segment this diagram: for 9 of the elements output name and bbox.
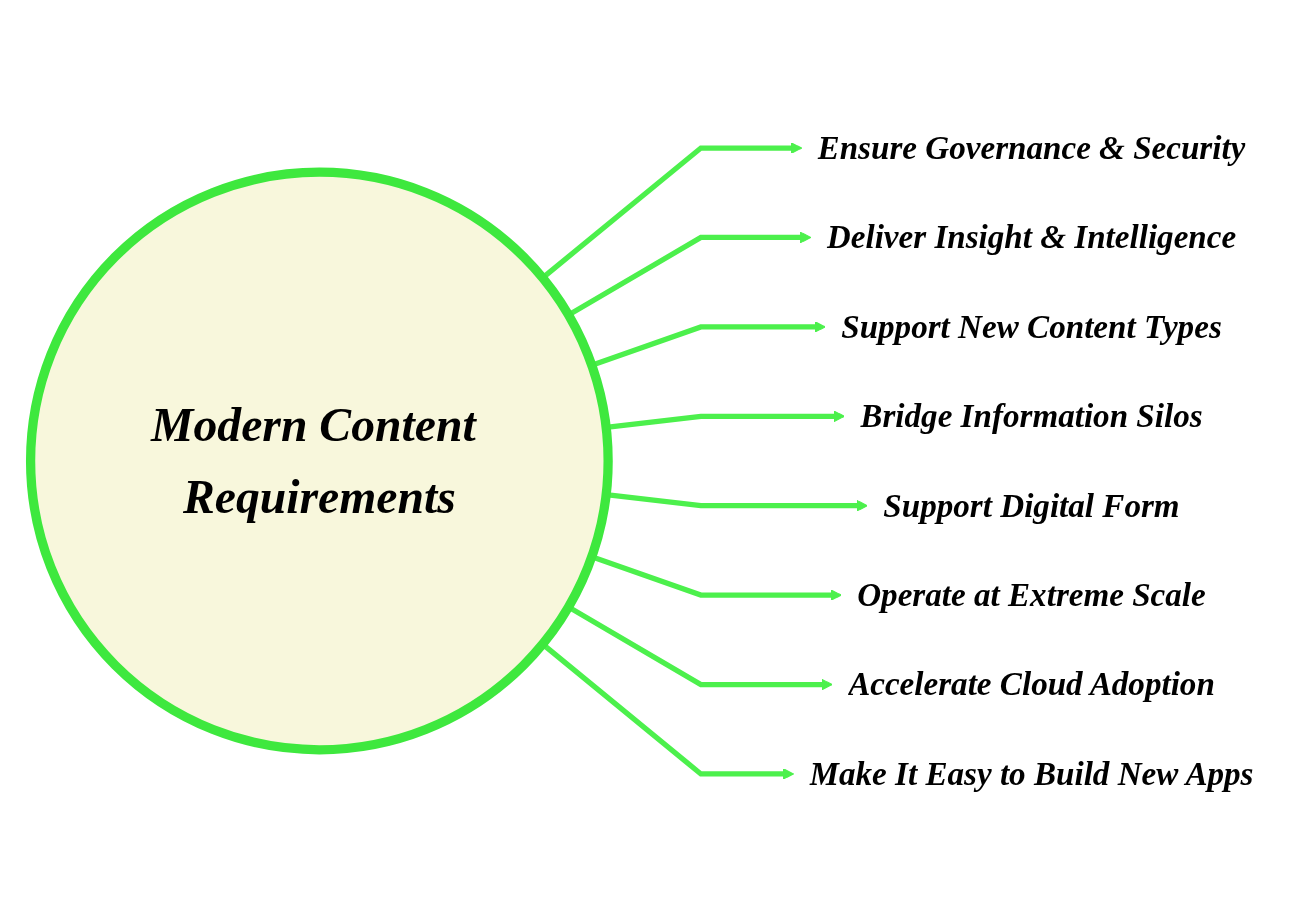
node-text: Accelerate Cloud Adoption (848, 666, 1215, 703)
node-text: Support New Content Types (841, 308, 1222, 345)
node-text: Support Digital Form (883, 487, 1180, 524)
node-text: Deliver Insight & Intelligence (826, 219, 1237, 256)
node-circle: Modern Content Requirements (25, 167, 613, 755)
node-text: Make It Easy to Build New Apps (809, 755, 1254, 792)
node-text: Ensure Governance & Security (817, 129, 1246, 166)
node-text: Operate at Extreme Scale (857, 576, 1206, 613)
node-text: Bridge Information Silos (860, 398, 1203, 434)
